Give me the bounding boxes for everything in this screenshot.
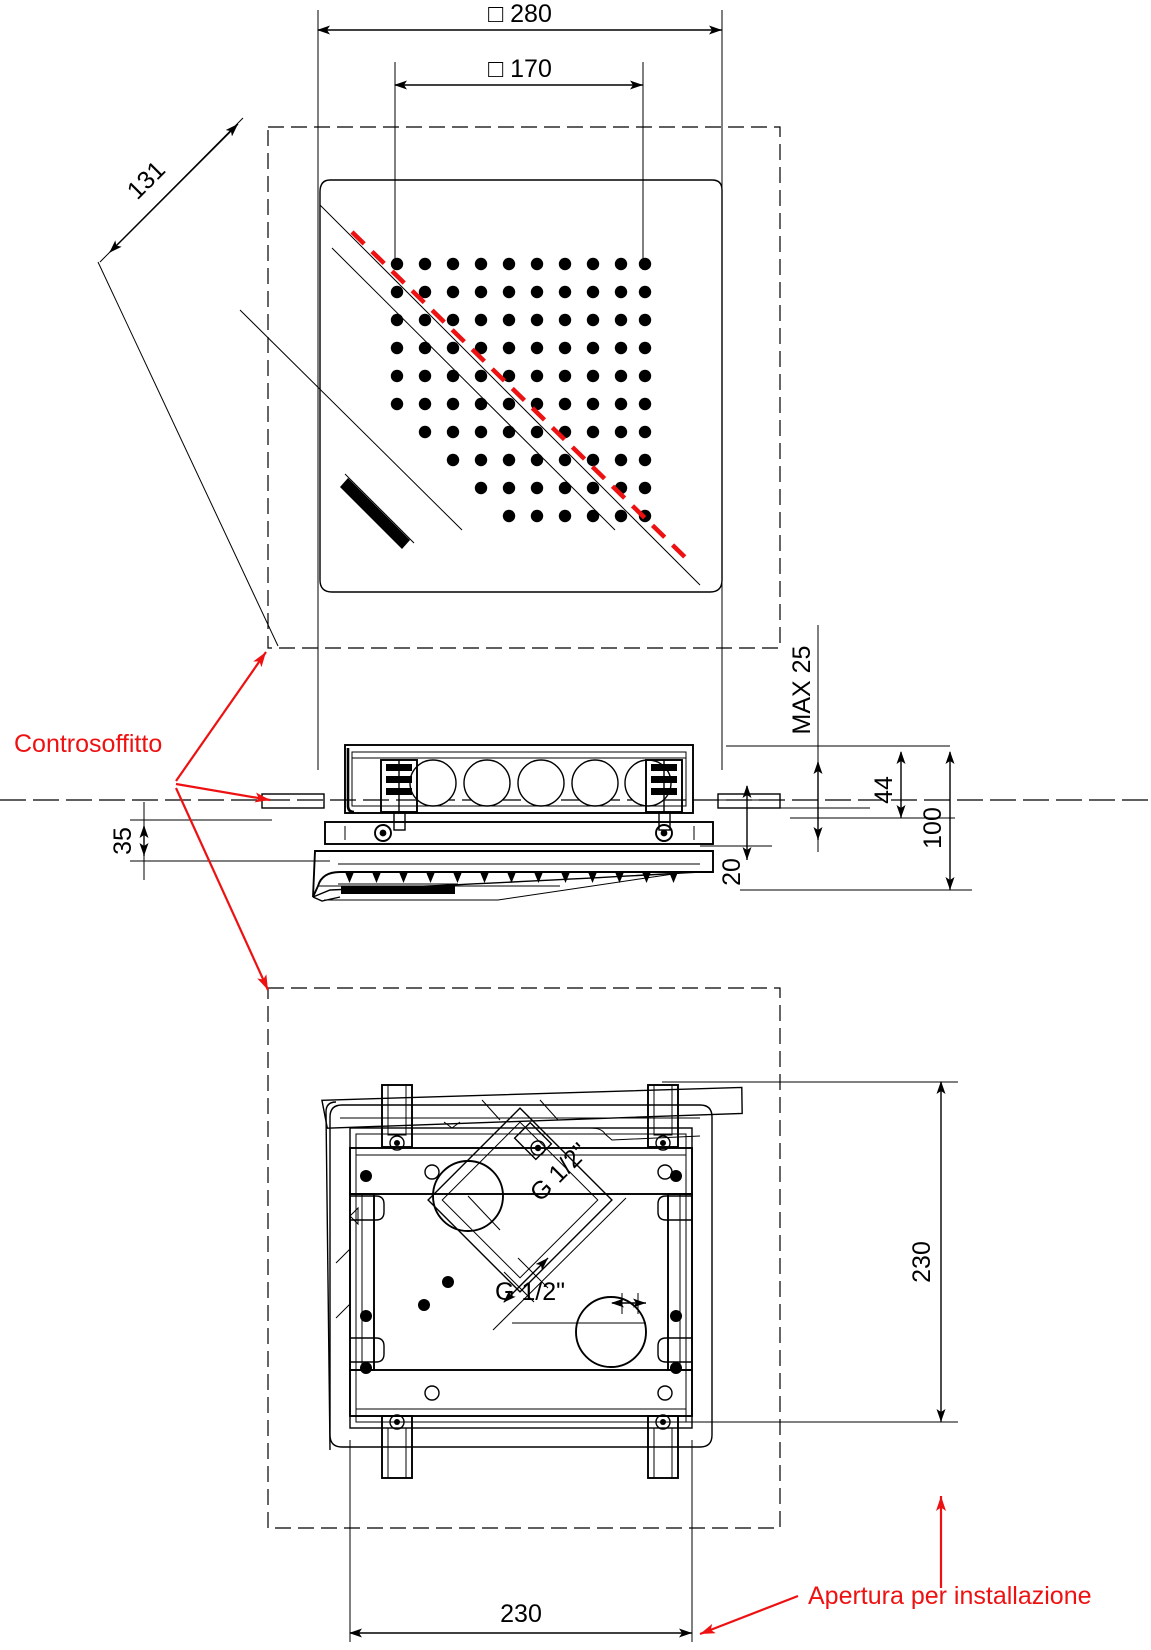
bottom-thread-leader-horizontal [512, 1293, 646, 1324]
dim-label-44: 44 [870, 776, 898, 804]
annotation-controsoffitto: Controsoffitto [14, 651, 271, 991]
dim-label-170: □ 170 [488, 55, 552, 83]
bottom-valve-block-diagonal [427, 1107, 613, 1293]
dim-label-100: 100 [919, 807, 947, 849]
top-shower-plate-outline [319, 179, 723, 593]
section-ceiling-slab-right [717, 793, 781, 809]
top-dim-131 [97, 117, 279, 647]
bottom-dim-230-horizontal [349, 1440, 693, 1642]
top-outer-dashed-boundary [267, 126, 781, 649]
section-dim-44 [790, 751, 955, 819]
bottom-dim-230-vertical [662, 1081, 958, 1423]
dim-label-230-horizontal: 230 [500, 1600, 542, 1628]
section-dim-100 [740, 751, 972, 891]
bottom-view: G 1/2" G 1/2" 230 230 [267, 987, 958, 1642]
bottom-side-clips [350, 1170, 692, 1374]
bottom-valve-fitting-detail [418, 1121, 553, 1311]
bottom-cover-flap [321, 1086, 743, 1141]
dim-label-230-vertical: 230 [908, 1241, 936, 1283]
section-dim-35 [130, 802, 330, 880]
top-corner-waterfall-detail [239, 204, 701, 586]
top-dim-170-ext [394, 62, 644, 270]
section-view: 35 MAX 25 44 100 20 [0, 625, 1150, 902]
section-body-box [344, 744, 694, 831]
section-face-plate [312, 850, 714, 902]
section-clamp-right [645, 759, 683, 831]
section-nozzle-teeth [345, 872, 678, 883]
bottom-hatch-guides [335, 1206, 359, 1319]
dim-label-20: 20 [718, 858, 746, 886]
section-clamp-left [380, 759, 418, 831]
section-flange-plate [324, 821, 714, 845]
top-section-line-red [350, 230, 692, 564]
section-dim-20 [700, 785, 775, 860]
bottom-valve-bore-1-cross [467, 1195, 501, 1231]
bottom-mounting-tabs [381, 1084, 679, 1479]
bottom-valve-bore-2 [575, 1296, 647, 1368]
annotation-label-apertura: Apertura per installazione [808, 1582, 1092, 1610]
annotation-apertura: Apertura per installazione [699, 1496, 1092, 1636]
bottom-thread-leader-diagonal [492, 1197, 627, 1331]
bottom-valve-bore-1 [432, 1160, 504, 1232]
thread-label-horizontal: G 1/2" [495, 1278, 565, 1306]
section-ceiling-slab-left [261, 793, 325, 809]
dim-label-max25: MAX 25 [788, 646, 816, 735]
top-dim-280-ext [317, 10, 723, 770]
top-view: □ 280 □ 170 [97, 0, 781, 770]
bottom-inner-frame [349, 1127, 693, 1429]
dim-label-280: □ 280 [488, 0, 552, 28]
bottom-housing-outline [325, 1101, 713, 1451]
top-perforation-dots [390, 257, 652, 523]
dim-label-35: 35 [109, 827, 137, 855]
annotation-label-controsoffitto: Controsoffitto [14, 730, 162, 758]
